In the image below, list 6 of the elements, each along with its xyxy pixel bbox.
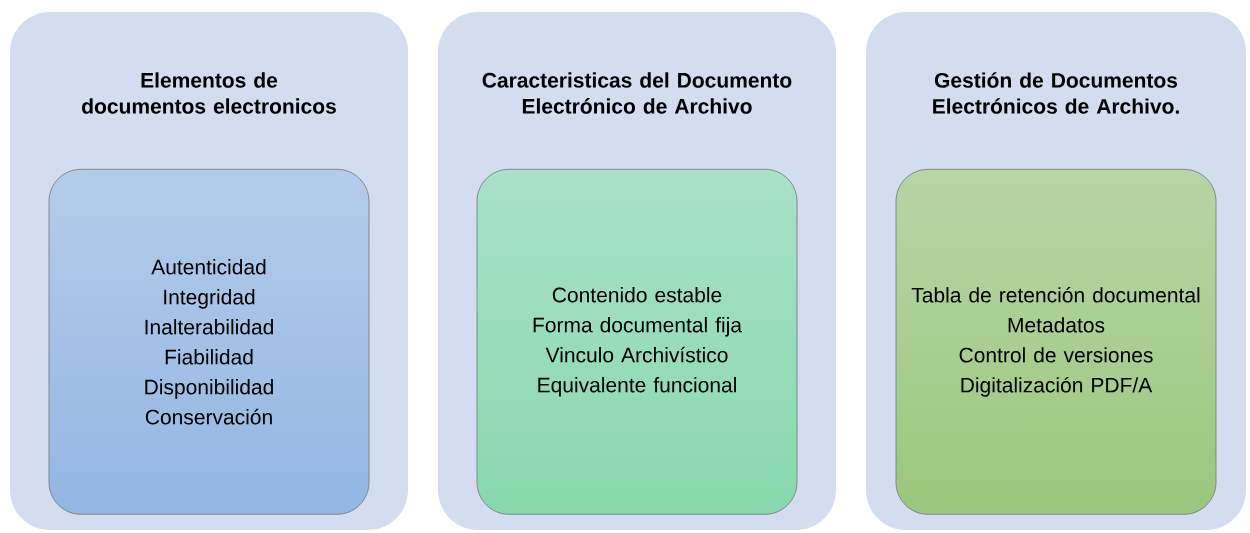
list-box: Autenticidad Integridad Inalterabilidad Fiabilidad Disponibilidad Conservación bbox=[48, 168, 370, 515]
panel-heading: Gestión de Documentos Electrónicos de Archivo. bbox=[933, 72, 1179, 114]
panel-heading: Elementos de documentos electronicos bbox=[82, 72, 336, 114]
list-box: Tabla de retención documental Metadatos Control de versiones Digitalización PDF/A bbox=[895, 168, 1217, 515]
list-box: Contenido estable Forma documental fija Vinculo Archivístico Equivalente funcional bbox=[476, 168, 798, 515]
panel-heading: Caracteristicas del Documento Electrónico de Archivo bbox=[482, 72, 792, 114]
